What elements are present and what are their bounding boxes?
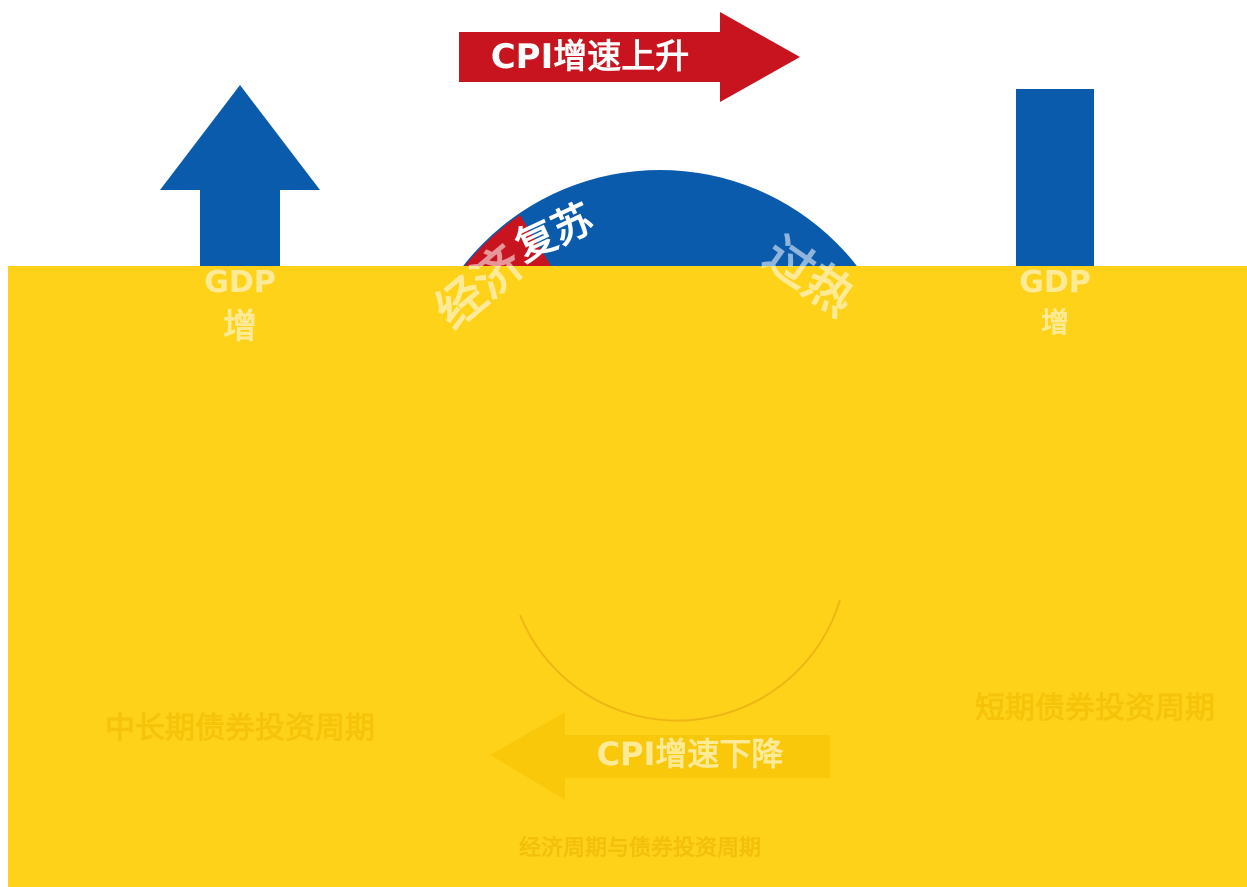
bottom-arrow-label: CPI增速下降	[597, 735, 785, 773]
yellow-overlay	[8, 266, 1247, 887]
right-arrow	[1016, 89, 1094, 269]
bottom-caption: 经济周期与债券投资周期	[519, 835, 761, 861]
left-arrow-label-gdp: GDP	[204, 265, 276, 300]
right-caption: 短期债券投资周期	[975, 691, 1215, 726]
right-arrow-label-gdp: GDP	[1019, 265, 1091, 300]
arrow-down-icon	[1016, 89, 1094, 269]
left-caption: 中长期债券投资周期	[105, 711, 375, 746]
top-arrow-label: CPI增速上升	[491, 37, 690, 77]
right-arrow-label-char: 增	[1041, 306, 1069, 339]
left-arrow-label-char: 增	[223, 307, 257, 347]
top-arrow: CPI增速上升	[459, 12, 800, 102]
